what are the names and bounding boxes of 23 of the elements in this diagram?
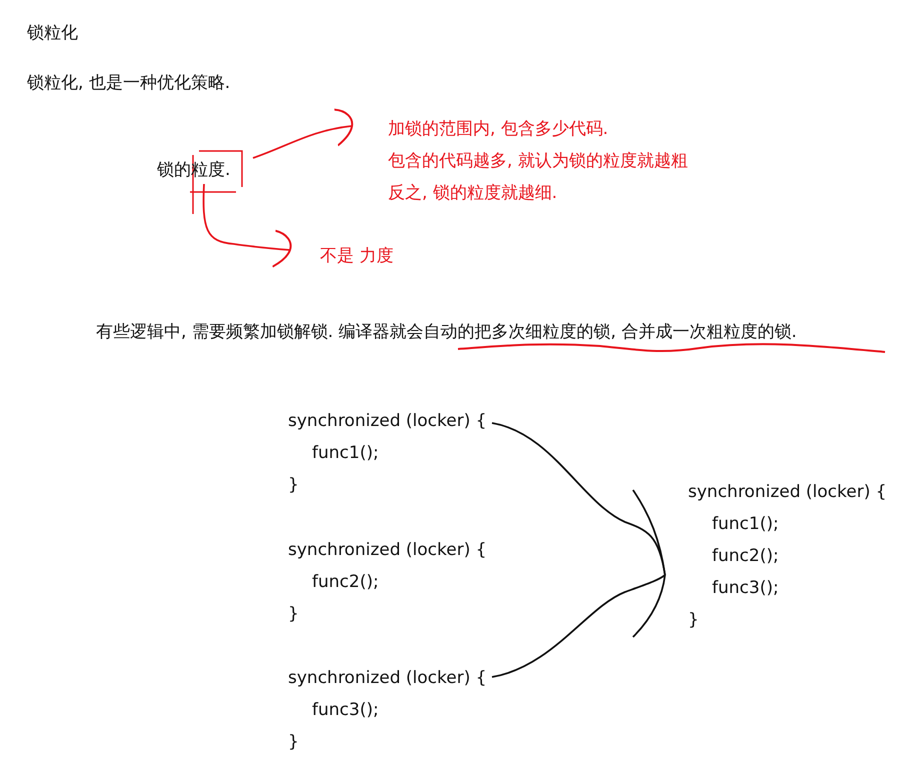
annotation-text: 不是 力度 <box>320 245 394 268</box>
annotation-text: 包含的代码越多, 就认为锁的粒度就越粗 <box>388 150 688 173</box>
code-line: } <box>288 603 299 626</box>
code-line: synchronized (locker) { <box>288 667 487 690</box>
code-line: func3(); <box>712 577 779 600</box>
code-line: func1(); <box>712 513 779 536</box>
note-text: 锁粒化, 也是一种优化策略. <box>27 72 230 95</box>
code-line: func3(); <box>312 699 379 722</box>
code-line: func2(); <box>712 545 779 568</box>
code-line: func1(); <box>312 442 379 465</box>
annotation-text: 加锁的范围内, 包含多少代码. <box>388 118 608 141</box>
annotation-text: 反之, 锁的粒度就越细. <box>388 182 558 205</box>
merge-curve <box>492 422 666 576</box>
title: 锁粒化 <box>27 22 78 45</box>
code-line: } <box>288 731 299 754</box>
code-line: synchronized (locker) { <box>288 539 487 562</box>
code-line: synchronized (locker) { <box>288 410 487 433</box>
merge-curve <box>492 574 666 678</box>
code-line: func2(); <box>312 571 379 594</box>
code-line: } <box>688 609 699 632</box>
code-line: synchronized (locker) { <box>688 481 887 504</box>
code-line: } <box>288 474 299 497</box>
note-text: 有些逻辑中, 需要频繁加锁解锁. 编译器就会自动的把多次细粒度的锁, 合并成一次粗粒度的锁. <box>96 321 797 344</box>
